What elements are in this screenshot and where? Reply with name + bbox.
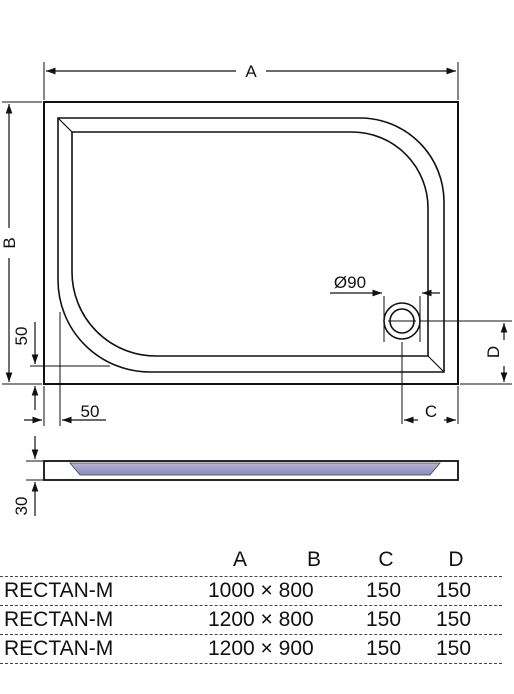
dim-label-b: B: [0, 237, 19, 248]
tray-outline: [43, 101, 459, 385]
c-cell: 150: [366, 579, 402, 602]
dim-label-drain-diameter: Ø90: [334, 273, 366, 292]
table-header-a: A: [232, 548, 247, 571]
dim-label-offset-bottom: 50: [12, 327, 31, 346]
basin-inner-edge: [71, 131, 429, 357]
table-divider: [0, 634, 502, 635]
size-cell: 1200 × 800: [208, 608, 314, 631]
table-header-c: C: [378, 548, 394, 571]
dim-label-d: D: [484, 346, 503, 358]
table-row: RECTAN-M 1200 × 800 150 150: [0, 606, 514, 636]
size-cell: 1000 × 800: [208, 579, 314, 602]
dim-label-c: C: [425, 402, 437, 421]
basin-outer-edge: [57, 117, 445, 373]
c-cell: 150: [366, 608, 402, 631]
table-header-d: D: [448, 548, 464, 571]
dim-label-a: A: [245, 62, 257, 81]
table-row: RECTAN-M 1000 × 800 150 150: [0, 577, 514, 607]
table-divider: [0, 576, 502, 577]
model-cell: RECTAN-M: [4, 579, 114, 602]
table-header-b: B: [306, 548, 321, 571]
model-cell: RECTAN-M: [4, 608, 114, 631]
shower-tray-drawing: A B 50 50 Ø90 C D 30: [0, 62, 512, 516]
model-cell: RECTAN-M: [4, 637, 114, 660]
dim-label-height: 30: [12, 497, 31, 516]
table-row: RECTAN-M 1200 × 900 150 150: [0, 635, 514, 665]
table-divider: [0, 605, 502, 606]
size-cell: 1200 × 900: [208, 637, 314, 660]
c-cell: 150: [366, 637, 402, 660]
table-divider: [0, 663, 502, 664]
d-cell: 150: [436, 579, 472, 602]
d-cell: 150: [436, 608, 472, 631]
dim-label-offset-left: 50: [81, 402, 100, 421]
drain-icon: [383, 302, 421, 340]
d-cell: 150: [436, 637, 472, 660]
tray-side-view: [43, 460, 459, 481]
